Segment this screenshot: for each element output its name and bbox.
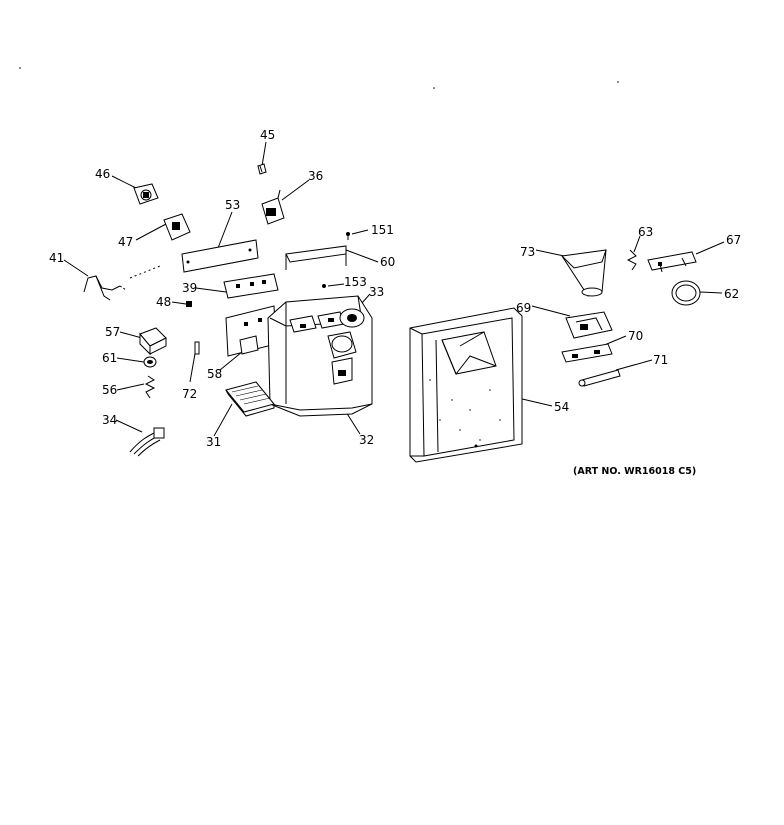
callout-39: 39 — [182, 281, 197, 295]
callout-73: 73 — [520, 245, 535, 259]
part-58-bracket — [225, 305, 277, 357]
callout-61: 61 — [102, 351, 117, 365]
callout-151: 151 — [371, 223, 394, 237]
part-60-bar — [285, 245, 347, 270]
scan-specks — [19, 67, 619, 89]
callout-67: 67 — [726, 233, 741, 247]
part-47-bracket — [163, 213, 191, 241]
callout-31: 31 — [206, 435, 221, 449]
part-63-spring — [626, 249, 637, 271]
callout-46: 46 — [95, 167, 110, 181]
callout-45: 45 — [260, 128, 275, 142]
callout-36: 36 — [308, 169, 323, 183]
part-72-clip — [194, 341, 200, 355]
callout-53: 53 — [225, 198, 240, 212]
part-46-knob — [133, 183, 159, 205]
part-153-screw — [322, 284, 326, 288]
part-53-cover-plate — [181, 239, 259, 273]
callout-41: 41 — [49, 251, 64, 265]
part-151-screw — [346, 232, 350, 240]
part-41-harness — [83, 265, 161, 301]
part-67-bracket — [647, 251, 697, 273]
callout-48: 48 — [156, 295, 171, 309]
callout-34: 34 — [102, 413, 117, 427]
part-48-fastener — [186, 301, 192, 307]
callout-62: 62 — [724, 287, 739, 301]
part-62-ring — [671, 280, 701, 306]
callout-71: 71 — [653, 353, 668, 367]
part-73-funnel — [561, 249, 607, 297]
callout-70: 70 — [628, 329, 643, 343]
callout-57: 57 — [105, 325, 120, 339]
part-56-spring — [144, 375, 156, 399]
part-39-board — [223, 273, 279, 299]
part-36-switch — [261, 189, 285, 225]
part-69-flapper — [565, 311, 613, 339]
part-34-harness — [129, 427, 165, 457]
leader-lines — [63, 141, 725, 437]
callout-33: 33 — [369, 285, 384, 299]
part-70-lever — [561, 343, 613, 363]
callout-labels: 45 46 36 53 47 151 41 60 39 153 33 48 57… — [49, 128, 741, 477]
part-31-drip-tray — [225, 381, 275, 417]
callout-54: 54 — [554, 400, 569, 414]
part-54-panel — [409, 307, 523, 463]
part-61-cap — [143, 356, 157, 368]
callout-47: 47 — [118, 235, 133, 249]
art-number: (ART NO. WR16018 C5) — [573, 466, 696, 477]
part-33-chute — [327, 308, 365, 385]
callout-60: 60 — [380, 255, 395, 269]
part-45-clip — [257, 163, 267, 175]
callout-69: 69 — [516, 301, 531, 315]
callout-63: 63 — [638, 225, 653, 239]
callout-56: 56 — [102, 383, 117, 397]
callout-153: 153 — [344, 275, 367, 289]
callout-72: 72 — [182, 387, 197, 401]
part-57-block — [139, 327, 167, 356]
callout-32: 32 — [359, 433, 374, 447]
part-71-rod — [578, 369, 621, 387]
callout-58: 58 — [207, 367, 222, 381]
